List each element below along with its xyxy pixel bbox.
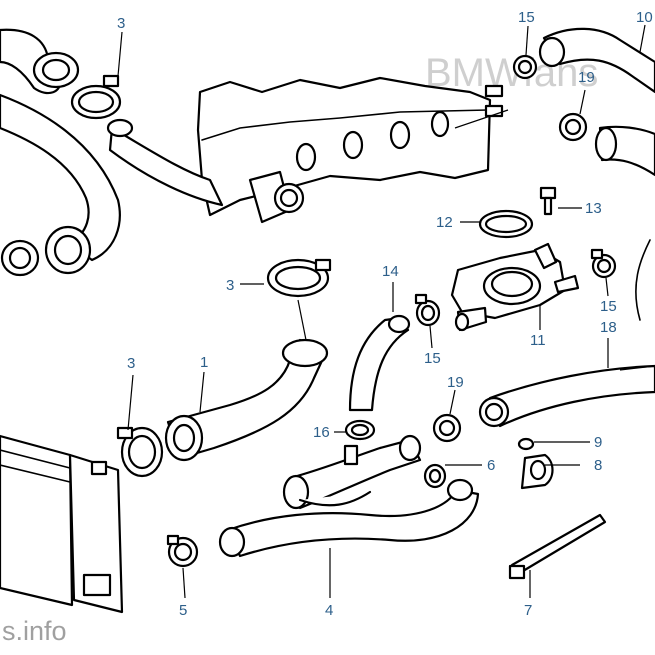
clamp-19-top — [558, 112, 588, 142]
callout-19-lower: 19 — [447, 374, 464, 391]
callout-12: 12 — [436, 214, 453, 231]
callout-15-top: 15 — [518, 9, 535, 26]
callout-15-right: 15 — [600, 298, 617, 315]
clamp-16 — [344, 419, 376, 441]
radiator — [0, 434, 124, 614]
thermostat-housing-11 — [450, 242, 580, 332]
bolt-13 — [539, 186, 557, 216]
callout-8: 8 — [594, 457, 602, 474]
nut-9 — [517, 437, 535, 451]
clamp-15-middle — [414, 293, 441, 327]
callout-7: 7 — [524, 602, 532, 619]
clamp-6 — [423, 463, 447, 489]
hose-4 — [218, 478, 480, 558]
clamp-19-lower — [432, 413, 462, 443]
callout-6: 6 — [487, 457, 495, 474]
callout-16: 16 — [313, 424, 330, 441]
callout-13: 13 — [585, 200, 602, 217]
callout-10: 10 — [636, 9, 653, 26]
leader-lines — [117, 24, 655, 599]
callout-11: 11 — [530, 332, 546, 349]
cylinder-head — [106, 76, 504, 224]
hose-right-upper — [594, 125, 655, 321]
hose-10 — [538, 27, 655, 94]
clamp-3-top — [70, 74, 122, 120]
callout-5: 5 — [179, 602, 187, 619]
hose-1 — [164, 338, 329, 462]
cable-tie-7 — [508, 513, 607, 580]
clamp-5 — [166, 534, 199, 568]
gasket-12 — [478, 209, 534, 239]
pipe-assembly — [282, 434, 422, 510]
clamp-3-middle — [266, 258, 332, 298]
callout-19-top: 19 — [578, 69, 595, 86]
upper-left-hose — [0, 28, 121, 277]
callout-3-top: 3 — [117, 15, 125, 32]
callout-1: 1 — [200, 354, 208, 371]
hose-14 — [348, 314, 411, 412]
clamp-15-top — [512, 54, 538, 80]
callout-4: 4 — [325, 602, 333, 619]
clamp-3-lower — [116, 426, 164, 478]
hose-18 — [478, 364, 655, 428]
callout-14: 14 — [382, 263, 399, 280]
callout-labels: 3 3 3 1 5 4 6 7 8 9 10 11 12 13 14 15 15… — [117, 9, 653, 619]
callout-3-middle: 3 — [226, 277, 234, 294]
callout-3-lower: 3 — [127, 355, 135, 372]
watermark-bottom: s.info — [2, 616, 67, 646]
bracket-8 — [520, 453, 554, 490]
callout-9: 9 — [594, 434, 602, 451]
callout-15-middle: 15 — [424, 350, 441, 367]
callout-18: 18 — [600, 319, 617, 336]
clamp-15-right — [590, 248, 617, 279]
